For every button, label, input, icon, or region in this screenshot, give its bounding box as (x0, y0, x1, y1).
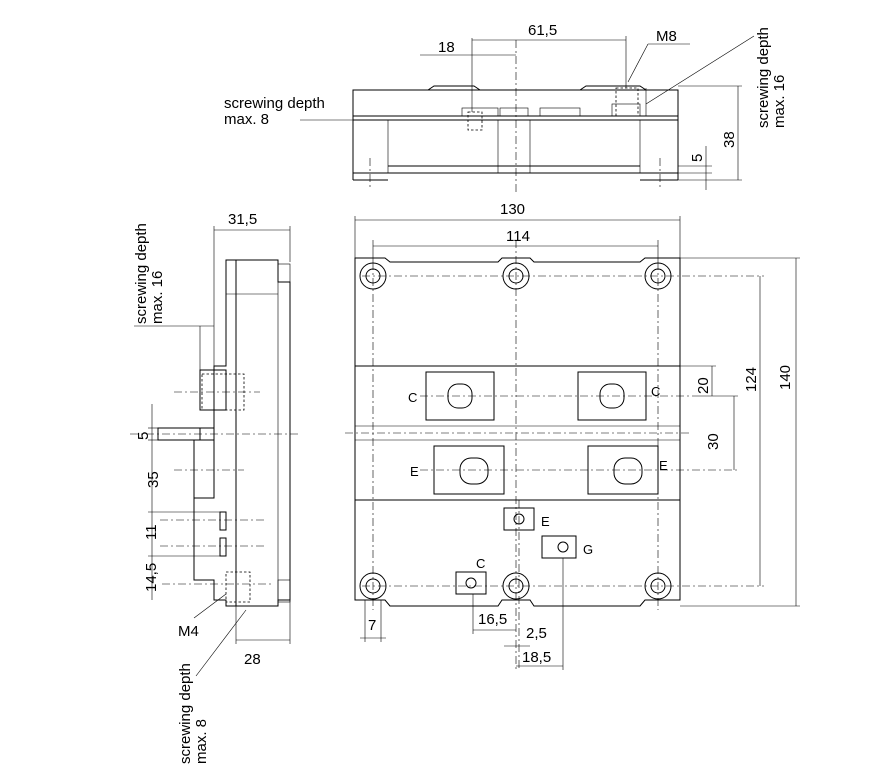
label-e-left: E (410, 464, 419, 479)
side-depth16-line1: screwing depth (133, 223, 150, 324)
dim-124-label: 124 (743, 367, 760, 392)
side-view: 31,5 screwing depth max. 16 5 35 11 14,5… (130, 211, 300, 764)
side-depth8-line2: max. 8 (193, 719, 210, 764)
side-depth8-line1: screwing depth (177, 663, 194, 764)
side-view-outline (193, 259, 291, 607)
plan-view-outline (354, 257, 681, 607)
depth16-line2: max. 16 (771, 75, 788, 128)
depth16-line1: screwing depth (755, 27, 772, 128)
depth8-line1: screwing depth (224, 95, 325, 112)
dim-31-5-label: 31,5 (228, 211, 257, 228)
dim-18-label: 18 (438, 39, 455, 56)
plan-view: 130 114 124 140 20 30 7 16,5 2,5 18,5 C … (345, 201, 800, 670)
dim-30-label: 30 (705, 433, 722, 450)
dim-5-side-label: 5 (135, 432, 152, 440)
label-g: G (583, 542, 593, 557)
dim-14-5-label: 14,5 (143, 563, 160, 592)
aux-terminal-c (455, 571, 487, 595)
label-c-aux: C (476, 556, 485, 571)
label-c-left: C (408, 390, 417, 405)
dim-38-label: 38 (721, 131, 738, 148)
dim-11-label: 11 (143, 524, 160, 540)
depth8-line2: max. 8 (224, 111, 269, 128)
dim-130-label: 130 (500, 201, 525, 218)
dim-18-5-label: 18,5 (522, 649, 551, 666)
dim-5-top-label: 5 (689, 154, 706, 162)
label-e-right: E (659, 458, 668, 473)
top-view: 18 61,5 M8 screwing depth max. 16 screwi… (224, 22, 788, 192)
dim-16-5-label: 16,5 (478, 611, 507, 628)
aux-terminal-g (541, 535, 577, 559)
dim-61-5-label: 61,5 (528, 22, 557, 39)
label-e-aux: E (541, 514, 550, 529)
dim-28-label: 28 (244, 651, 261, 668)
dim-35-label: 35 (145, 471, 162, 488)
dim-2-5-label: 2,5 (526, 625, 547, 642)
label-c-right: C (651, 384, 660, 399)
dim-20-label: 20 (695, 377, 712, 394)
thread-m8-label: M8 (656, 28, 677, 45)
dim-7-label: 7 (368, 617, 376, 634)
dim-140-label: 140 (777, 365, 794, 390)
top-view-body (352, 89, 679, 174)
side-depth16-line2: max. 16 (149, 271, 166, 324)
thread-m4-label: M4 (178, 623, 199, 640)
dim-114-label: 114 (506, 228, 530, 245)
